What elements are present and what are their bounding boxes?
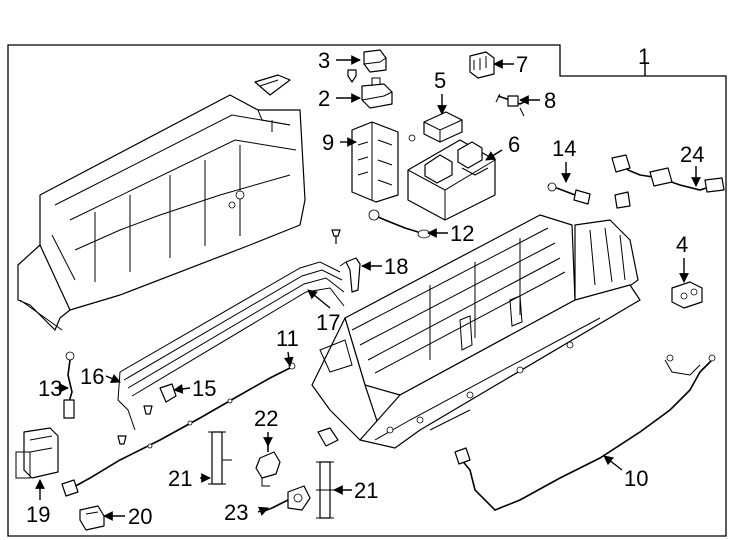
callout-10: 10 [624, 466, 648, 491]
diagram-frame [7, 44, 727, 537]
relay-5-part [423, 111, 463, 143]
leader-lines [35, 55, 701, 521]
callout-7: 7 [516, 52, 528, 77]
control-module-9-part [351, 121, 416, 203]
callout-1: 1 [638, 44, 650, 69]
module-19-part [15, 427, 59, 479]
sensor-8-part [495, 93, 529, 117]
callout-15: 15 [192, 376, 216, 401]
callout-22: 22 [254, 406, 278, 431]
bracket-18-part [339, 257, 361, 293]
callout-21-left: 21 [168, 466, 192, 491]
callout-21-right: 21 [354, 478, 378, 503]
pipe-21b-part [316, 461, 334, 519]
bracket-3-part [347, 49, 387, 83]
connector-4-part [671, 281, 703, 309]
valve-22-part [255, 440, 281, 487]
cable-12-part [331, 209, 431, 244]
junction-box-6-part [407, 139, 496, 221]
sensor-13-part [63, 351, 75, 419]
callout-19: 19 [26, 502, 50, 527]
harness-14-part [547, 182, 591, 205]
callout-4: 4 [676, 232, 688, 257]
harness-10-part [454, 354, 716, 511]
harness-24-part [611, 154, 725, 209]
pump-23-part [261, 485, 311, 513]
bracket-misc-part [317, 427, 339, 447]
callout-23: 23 [224, 500, 248, 525]
grommet-20-part [79, 505, 105, 531]
fuse-7-part [469, 51, 495, 79]
callout-8: 8 [544, 88, 556, 113]
callout-17: 17 [316, 310, 340, 335]
callout-20: 20 [128, 504, 152, 529]
callout-16: 16 [80, 364, 104, 389]
upper-cover-part [17, 74, 306, 331]
callout-6: 6 [508, 132, 520, 157]
wire-harness-11-part [61, 362, 296, 497]
pipe-21a-part [208, 431, 232, 485]
cooling-tubes-17-part [117, 261, 345, 431]
callout-12: 12 [450, 221, 474, 246]
callout-24: 24 [680, 142, 704, 167]
callout-14: 14 [552, 136, 576, 161]
callout-9: 9 [322, 130, 334, 155]
battery-pack-part [311, 214, 641, 449]
callout-3: 3 [318, 48, 330, 73]
connector-2-part [361, 77, 393, 109]
callout-11: 11 [276, 326, 299, 351]
clip-15-part [117, 383, 177, 445]
callout-2: 2 [318, 86, 330, 111]
callout-5: 5 [434, 68, 446, 93]
callout-13: 13 [38, 376, 62, 401]
callout-18: 18 [384, 254, 408, 279]
